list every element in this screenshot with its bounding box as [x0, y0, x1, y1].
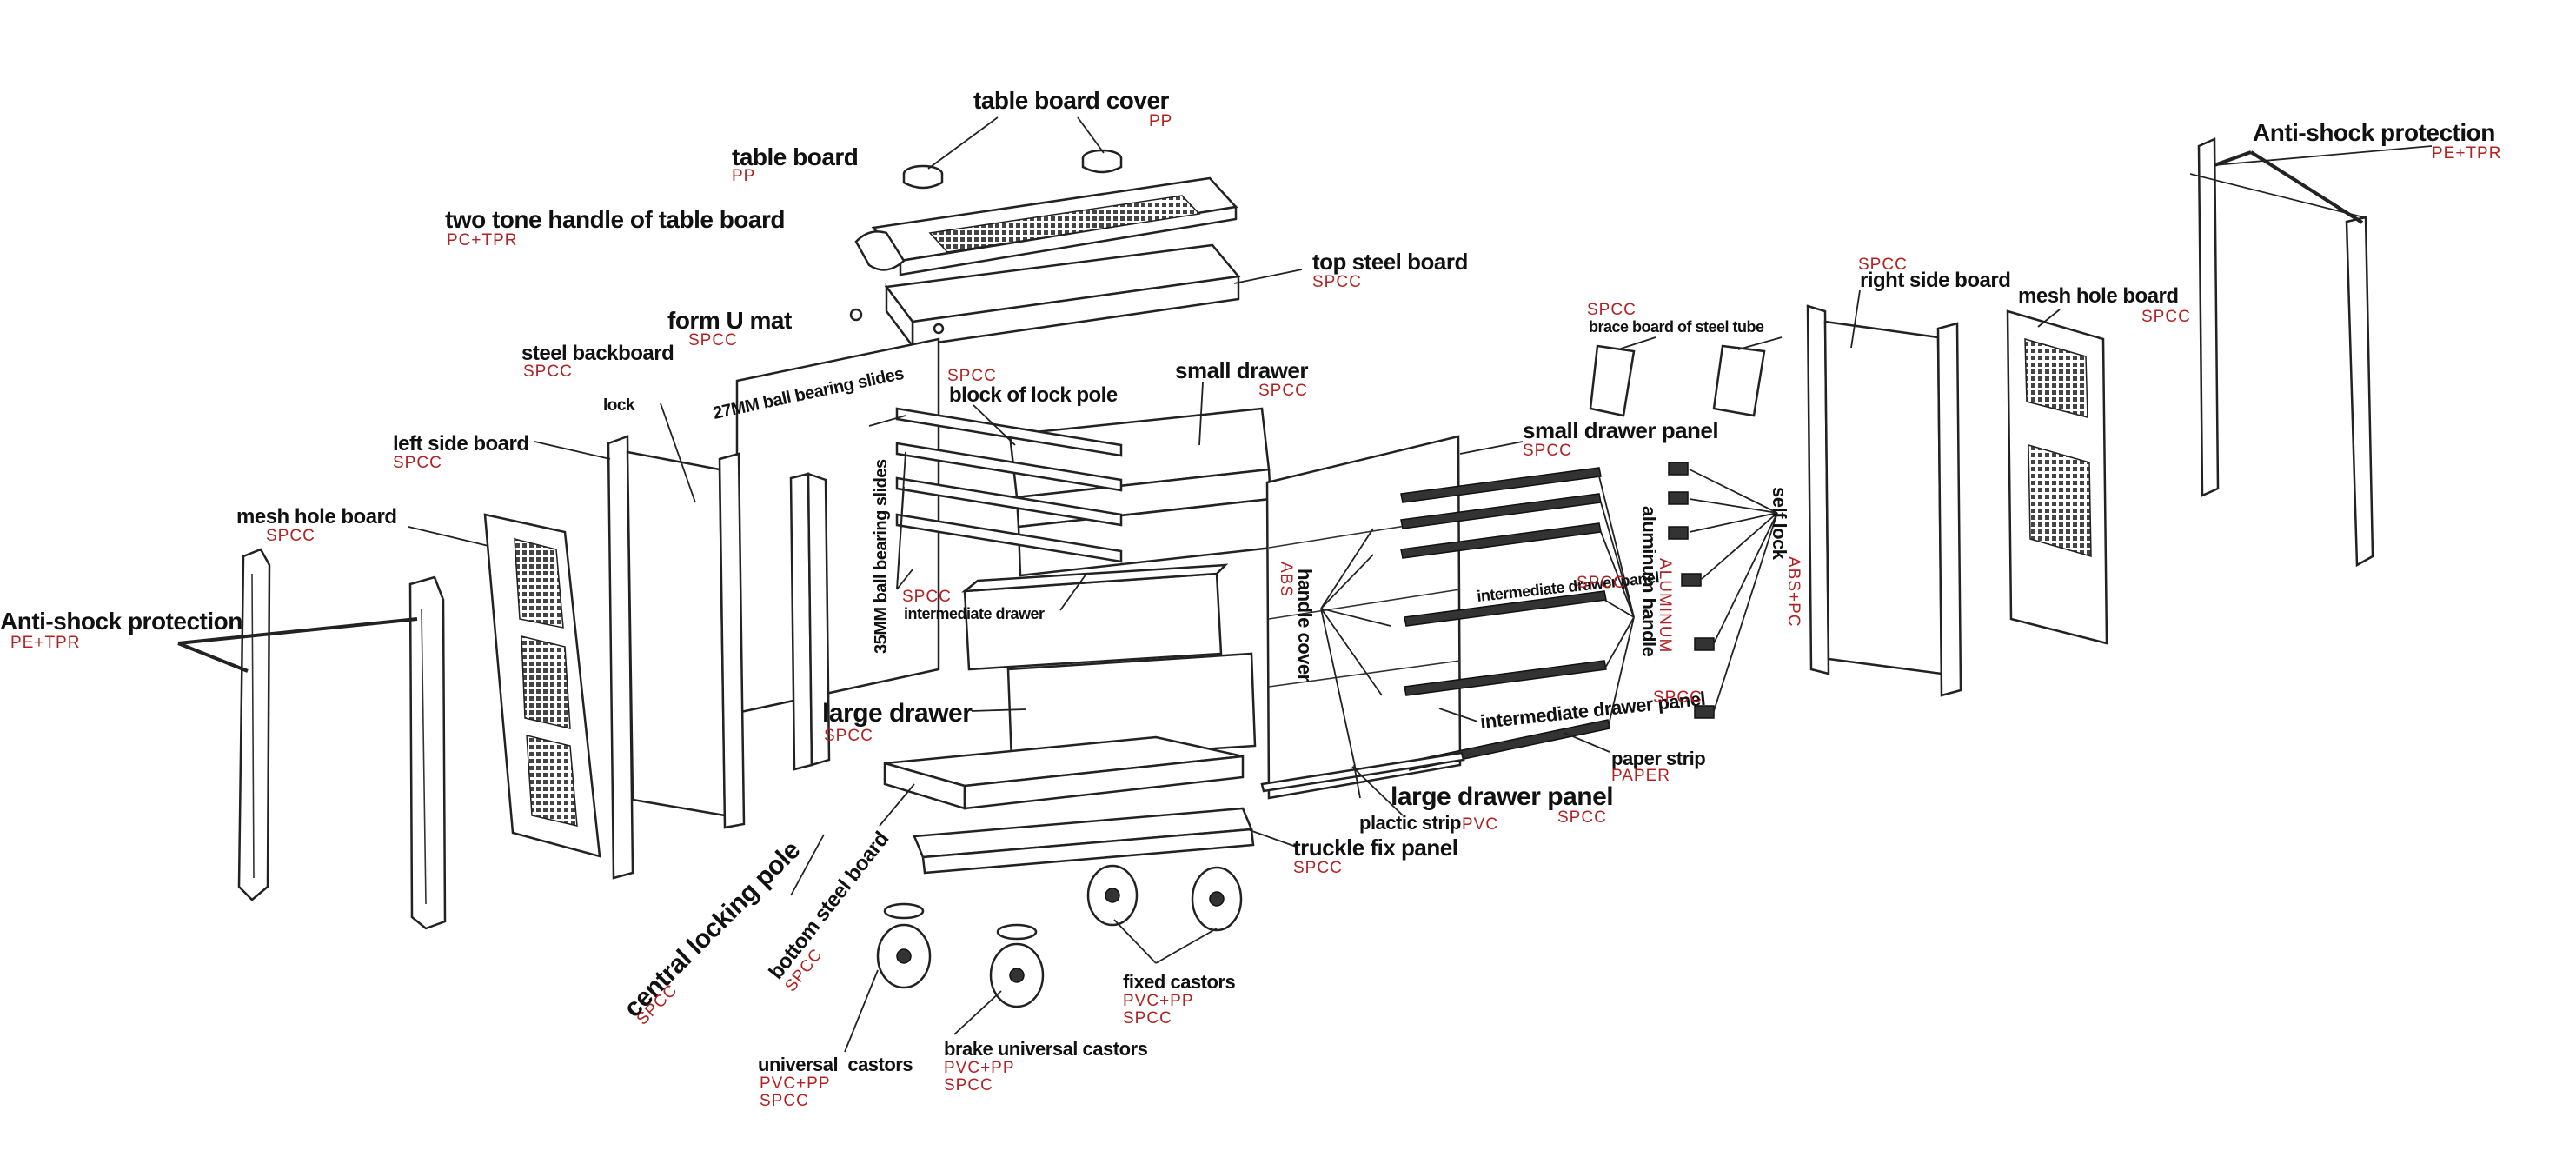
material2-universal-castors: SPCC: [760, 1092, 809, 1110]
material-intermediate-drawer-panel-upper: SPCC: [1577, 574, 1626, 592]
material2-fixed-castors: SPCC: [1123, 1009, 1172, 1028]
label-brace-board: brace board of steel tube: [1589, 318, 1764, 336]
label-two-tone-handle: two tone handle of table board: [445, 206, 785, 233]
material-anti-shock-left: PE+TPR: [10, 634, 80, 652]
brace-board-parts: [1589, 344, 1766, 417]
label-small-drawer: small drawer: [1175, 357, 1308, 383]
material-intermediate-drawer: SPCC: [902, 588, 952, 606]
label-form-u-mat: form U mat: [667, 307, 792, 334]
label-table-board-cover: table board cover: [973, 87, 1170, 114]
material-handle-cover: ABS: [1277, 562, 1295, 597]
material-right-side-board: SPCC: [1858, 256, 1908, 274]
material-small-drawer-panel: SPCC: [1523, 442, 1572, 460]
slides-27mm-parts: [895, 407, 1123, 563]
material-left-side-board: SPCC: [393, 454, 442, 472]
material-brace-board: SPCC: [1587, 301, 1637, 319]
intermediate-drawer-part: [961, 563, 1229, 671]
material-paper-strip: PAPER: [1611, 767, 1670, 785]
table-board-part: [854, 176, 1238, 276]
top-steel-board-part: [884, 243, 1241, 349]
label-large-drawer: large drawer: [822, 699, 973, 728]
label-small-drawer-panel: small drawer panel: [1523, 417, 1718, 443]
material-mesh-hole-board-right: SPCC: [2141, 308, 2191, 326]
label-mesh-hole-board-right: mesh hole board: [2018, 284, 2179, 308]
label-left-side-board: left side board: [393, 432, 529, 456]
central-locking-pole-part: [789, 472, 831, 771]
form-u-mat-part: [849, 308, 945, 335]
material-two-tone-handle: PC+TPR: [447, 231, 518, 249]
label-intermediate-drawer: intermediate drawer: [904, 605, 1045, 622]
material-fixed-castors: PVC+PP: [1123, 992, 1194, 1010]
bottom-steel-board-part: [883, 735, 1245, 810]
label-brake-universal-castors: brake universal castors: [944, 1038, 1148, 1060]
material-plactic-strip: PVC: [1462, 815, 1498, 834]
material-truckle-fix-panel: SPCC: [1293, 859, 1343, 877]
label-large-drawer-panel: large drawer panel: [1391, 782, 1613, 811]
label-fixed-castors: fixed castors: [1123, 971, 1235, 993]
material-aluminum-handle: ALUMINUM: [1656, 558, 1674, 653]
label-block-of-lock-pole: block of lock pole: [949, 383, 1118, 407]
leader-lines: [177, 116, 2433, 1053]
label-steel-backboard: steel backboard: [521, 342, 674, 365]
material-table-board-cover: PP: [1149, 112, 1172, 130]
label-anti-shock-right: Anti-shock protection: [2253, 119, 2495, 146]
anti-shock-left-part: [237, 548, 447, 930]
mesh-hole-board-right-part: [2006, 309, 2108, 645]
label-table-board: table board: [732, 143, 858, 170]
label-universal-castors: universal castors: [758, 1054, 913, 1075]
anti-shock-right-part: [2197, 137, 2374, 568]
material-slides-27mm: SPCC: [947, 367, 997, 385]
label-paper-strip: paper strip: [1611, 748, 1705, 769]
self-lock-parts: [1668, 462, 1715, 719]
material2-brake-universal-castors: SPCC: [944, 1076, 993, 1094]
material-steel-backboard: SPCC: [523, 363, 573, 381]
material-small-drawer: SPCC: [1258, 382, 1308, 400]
mesh-hole-board-left-part: [483, 513, 601, 858]
label-top-steel-board: top steel board: [1312, 249, 1468, 275]
material-top-steel-board: SPCC: [1312, 273, 1362, 291]
label-lock: lock: [603, 396, 635, 415]
large-drawer-part: [1006, 652, 1257, 763]
label-right-side-board: right side board: [1860, 269, 2010, 292]
label-mesh-hole-board-left: mesh hole board: [236, 505, 397, 529]
label-slides-35mm: 35MM ball bearing slides: [872, 459, 891, 654]
material-self-lock: ABS+PC: [1784, 556, 1803, 628]
material-form-u-mat: SPCC: [688, 331, 738, 349]
label-anti-shock-left: Anti-shock protection: [0, 608, 242, 635]
right-side-board-part: [1806, 304, 1962, 697]
label-aluminum-handle: aluminum handle: [1638, 506, 1660, 657]
plactic-strip-part: [1260, 751, 1465, 793]
label-plactic-strip: plactic strip: [1359, 812, 1461, 834]
label-truckle-fix-panel: truckle fix panel: [1293, 835, 1457, 861]
castors-parts: [876, 864, 1243, 1008]
material-mesh-hole-board-left: SPCC: [266, 527, 315, 545]
truckle-fix-panel-part: [913, 807, 1255, 875]
label-handle-cover: handle cover: [1294, 569, 1316, 682]
table-board-covers: [902, 149, 1123, 190]
label-central-locking-pole: central locking pole: [619, 835, 806, 1022]
material-large-drawer: SPCC: [824, 727, 873, 745]
material-intermediate-drawer-panel-lower: SPCC: [1653, 688, 1703, 707]
material-anti-shock-right: PE+TPR: [2432, 144, 2501, 163]
material-large-drawer-panel: SPCC: [1557, 808, 1607, 827]
left-side-board-part: [607, 435, 746, 880]
label-self-lock: self lock: [1769, 487, 1790, 561]
material-brake-universal-castors: PVC+PP: [944, 1059, 1015, 1077]
material-table-board: PP: [732, 167, 755, 185]
material-universal-castors: PVC+PP: [760, 1074, 831, 1093]
